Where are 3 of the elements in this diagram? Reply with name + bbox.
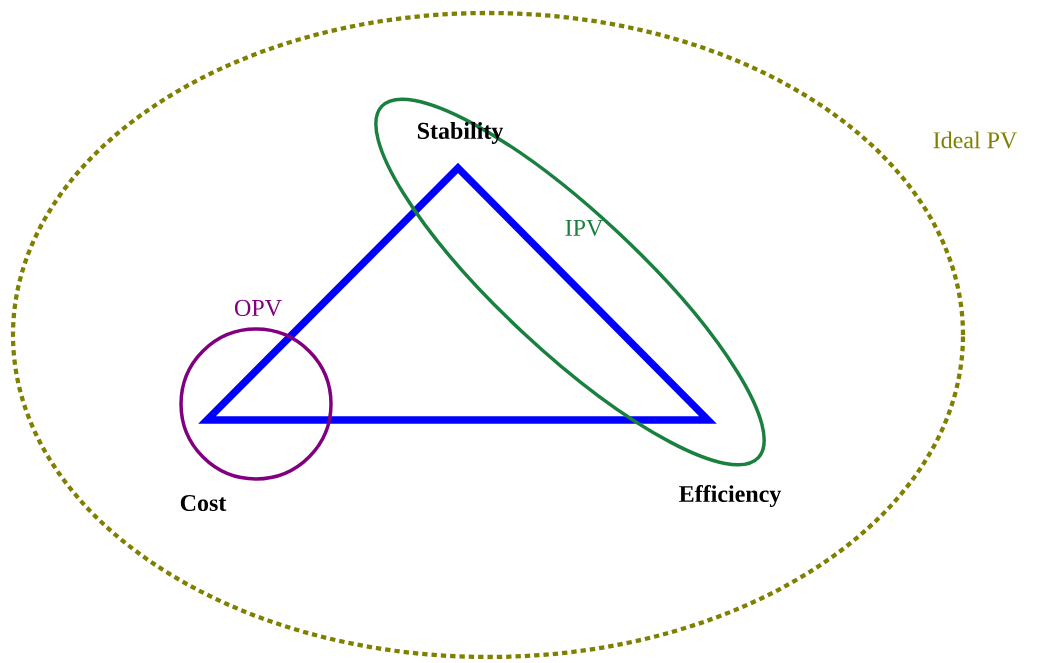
region-label: IPV xyxy=(565,219,604,237)
region-label: Ideal PV xyxy=(933,131,1018,149)
region-label: OPV xyxy=(235,299,282,317)
